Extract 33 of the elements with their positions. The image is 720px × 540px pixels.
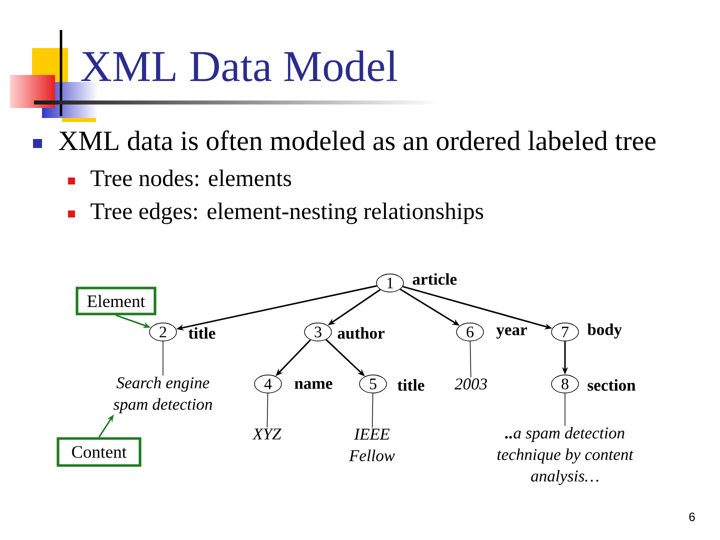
bullet-text: Tree edges: element-nesting relationships <box>90 202 484 224</box>
element-name: section <box>588 379 636 391</box>
tree-node: 4 <box>254 374 282 394</box>
connector-line <box>266 393 268 428</box>
bullet-text: Tree nodes: elements <box>90 170 292 186</box>
element-name: title <box>397 379 424 391</box>
element-name: body <box>587 324 622 338</box>
element-name: year <box>496 327 527 339</box>
element-name: article <box>412 273 457 285</box>
tree-node: 6 <box>456 322 484 342</box>
content-text: ..a spam detection technique by content analysis… <box>497 426 634 485</box>
tree-node: 8 <box>551 374 579 394</box>
connector-line <box>564 393 566 426</box>
tree-node: 5 <box>359 374 387 394</box>
bullet-text: XML data is often modeled as an ordered labeled tree <box>58 130 656 150</box>
element-name: title <box>188 327 216 339</box>
content-text: Search engine spam detection <box>114 376 212 414</box>
content-text: XYZ <box>252 428 282 440</box>
connector-line <box>162 340 164 376</box>
tree-node: 2 <box>149 322 177 342</box>
tree-node: 3 <box>304 322 332 342</box>
connector-line <box>470 340 472 378</box>
element-name: name <box>294 381 332 389</box>
element-name: author <box>338 327 384 339</box>
content-text: IEEE Fellow <box>349 428 395 462</box>
page-number: 6 <box>689 512 695 522</box>
callout-box: Content <box>56 437 142 467</box>
connector-line <box>372 393 374 428</box>
callout-box: Element <box>76 286 156 316</box>
tree-node: 7 <box>551 322 579 342</box>
content-text: 2003 <box>454 378 487 390</box>
tree-node: 1 <box>376 274 404 292</box>
title: XML Data Model <box>81 50 398 82</box>
